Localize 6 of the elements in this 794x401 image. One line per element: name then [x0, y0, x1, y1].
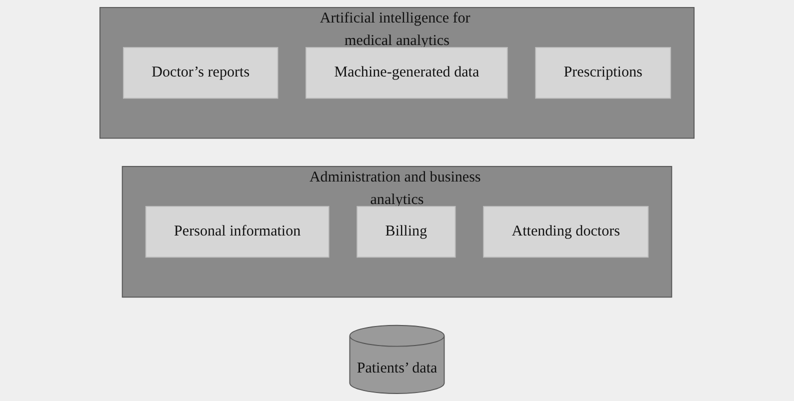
node-box: Billing	[356, 206, 456, 258]
node-box: Doctor’s reports	[122, 47, 278, 99]
node-box: Machine-generated data	[306, 47, 508, 99]
node-box: Prescriptions	[535, 47, 672, 99]
node-box: Personal information	[145, 206, 330, 258]
node-box: Attending doctors	[483, 206, 649, 258]
